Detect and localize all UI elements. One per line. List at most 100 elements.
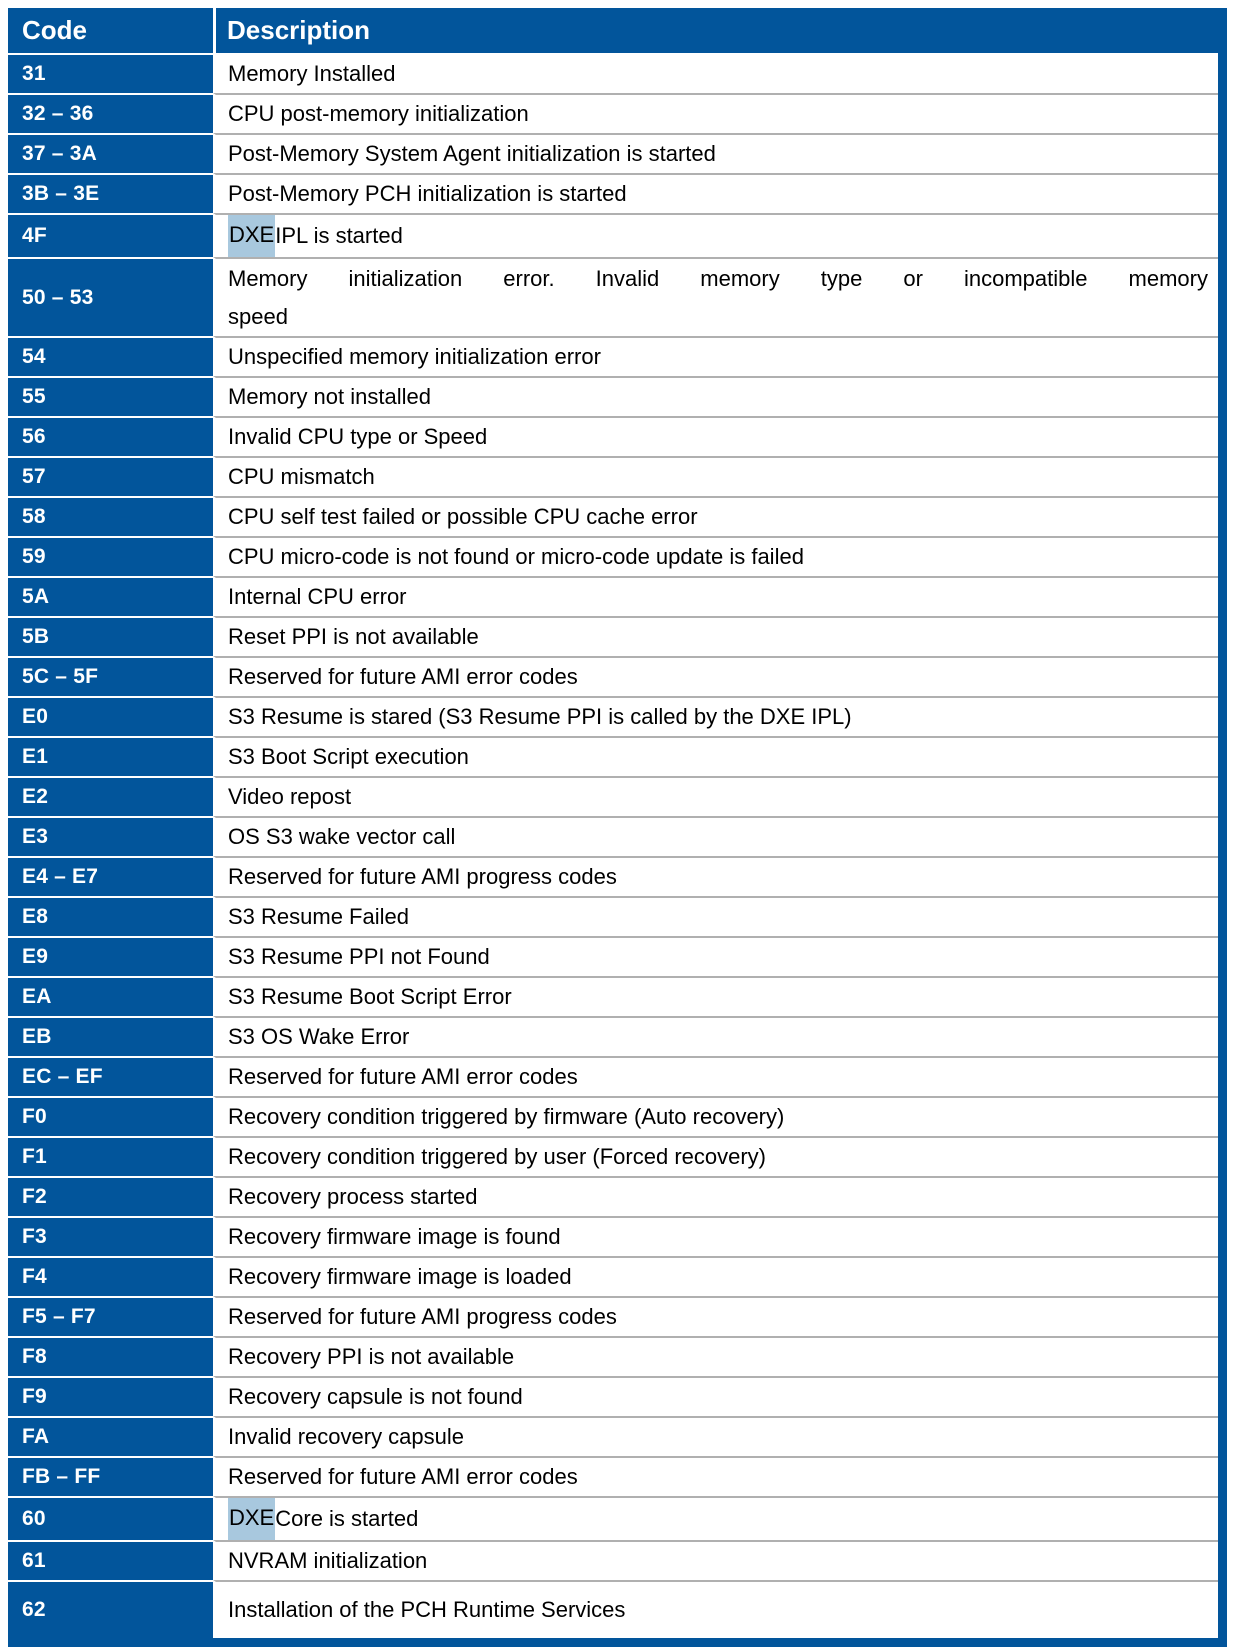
cell-code: 5B — [8, 616, 213, 656]
cell-code: F0 — [8, 1096, 213, 1136]
table-header-row: Code Description — [8, 8, 1218, 53]
cell-code: 60 — [8, 1496, 213, 1540]
cell-description-line-2: speed — [228, 304, 288, 329]
cell-description: Reserved for future AMI progress codes — [213, 1296, 1218, 1336]
cell-code: F1 — [8, 1136, 213, 1176]
cell-description: Unspecified memory initialization error — [213, 336, 1218, 376]
column-header-code: Code — [22, 15, 87, 45]
cell-code: E9 — [8, 936, 213, 976]
cell-description: Recovery condition triggered by firmware… — [213, 1096, 1218, 1136]
highlighted-text: DXE — [228, 215, 276, 257]
cell-description: OS S3 wake vector call — [213, 816, 1218, 856]
cell-code: EB — [8, 1016, 213, 1056]
cell-description: Memory Installed — [213, 53, 1218, 93]
cell-code: 59 — [8, 536, 213, 576]
cell-description: Video repost — [213, 776, 1218, 816]
cell-code: 3B – 3E — [8, 173, 213, 213]
cell-description: S3 OS Wake Error — [213, 1016, 1218, 1056]
cell-code: 58 — [8, 496, 213, 536]
cell-code: 54 — [8, 336, 213, 376]
cell-description: Reserved for future AMI error codes — [213, 656, 1218, 696]
cell-description: S3 Resume PPI not Found — [213, 936, 1218, 976]
cell-code: 56 — [8, 416, 213, 456]
cell-code: E1 — [8, 736, 213, 776]
cell-code: E3 — [8, 816, 213, 856]
cell-description: Reserved for future AMI error codes — [213, 1056, 1218, 1096]
cell-description: Recovery process started — [213, 1176, 1218, 1216]
cell-code: 32 – 36 — [8, 93, 213, 133]
table-row: 60 DXE Core is started — [8, 1496, 1218, 1540]
highlighted-text: DXE — [228, 1498, 276, 1540]
cell-description: Installation of the PCH Runtime Services — [213, 1580, 1218, 1638]
cell-description: Recovery condition triggered by user (Fo… — [213, 1136, 1218, 1176]
cell-code: E4 – E7 — [8, 856, 213, 896]
cell-description: CPU self test failed or possible CPU cac… — [213, 496, 1218, 536]
cell-code: EC – EF — [8, 1056, 213, 1096]
cell-code: F2 — [8, 1176, 213, 1216]
cell-description: S3 Resume is stared (S3 Resume PPI is ca… — [213, 696, 1218, 736]
table-row: 50 – 53 Memory initialization error. Inva… — [8, 257, 1218, 336]
cell-code: FB – FF — [8, 1456, 213, 1496]
cell-code: E2 — [8, 776, 213, 816]
cell-description: Reset PPI is not available — [213, 616, 1218, 656]
cell-code: F8 — [8, 1336, 213, 1376]
cell-code: FA — [8, 1416, 213, 1456]
cell-description: Memory initialization error. Invalid mem… — [213, 257, 1218, 336]
cell-code: 31 — [8, 53, 213, 93]
cell-description: Post-Memory PCH initialization is starte… — [213, 173, 1218, 213]
cell-code: F3 — [8, 1216, 213, 1256]
cell-description: S3 Boot Script execution — [213, 736, 1218, 776]
cell-description: Recovery capsule is not found — [213, 1376, 1218, 1416]
cell-description: Recovery PPI is not available — [213, 1336, 1218, 1376]
cell-description: CPU micro-code is not found or micro-cod… — [213, 536, 1218, 576]
cell-description: Recovery firmware image is loaded — [213, 1256, 1218, 1296]
cell-description: Reserved for future AMI progress codes — [213, 856, 1218, 896]
cell-code: F9 — [8, 1376, 213, 1416]
cell-code: 61 — [8, 1540, 213, 1580]
cell-code: 55 — [8, 376, 213, 416]
cell-description: Reserved for future AMI error codes — [213, 1456, 1218, 1496]
cell-code: 50 – 53 — [8, 257, 213, 336]
cell-description: NVRAM initialization — [213, 1540, 1218, 1580]
cell-description-line-1: Memory initialization error. Invalid mem… — [228, 266, 1208, 291]
cell-code: E8 — [8, 896, 213, 936]
cell-code: 4F — [8, 213, 213, 257]
cell-description-text: Core is started — [275, 1506, 419, 1531]
cell-description: Recovery firmware image is found — [213, 1216, 1218, 1256]
cell-description: CPU post-memory initialization — [213, 93, 1218, 133]
column-header-description: Description — [213, 8, 1218, 53]
cell-code: 5A — [8, 576, 213, 616]
